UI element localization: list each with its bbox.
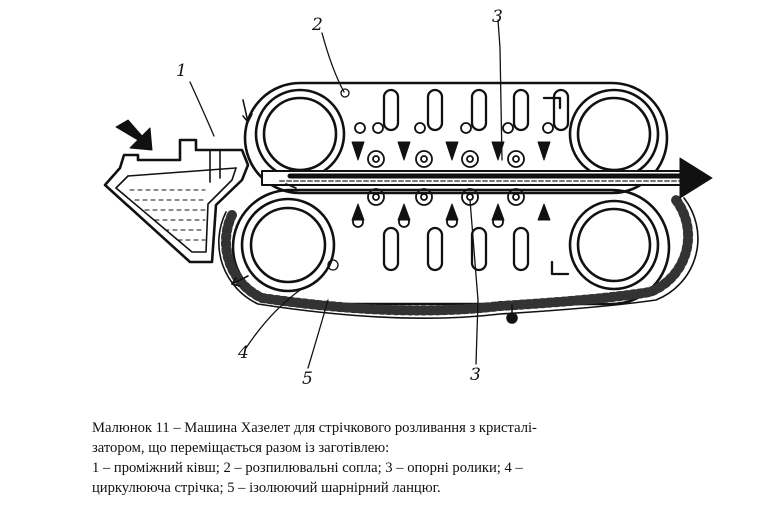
metal-inflow-arrow xyxy=(115,119,153,151)
tundish xyxy=(103,138,250,264)
label-2: 2 xyxy=(311,15,323,35)
upper-left-pulley xyxy=(254,88,346,180)
label-3-top: 3 xyxy=(492,7,503,27)
caption-line-2: затором, що переміщається разом із загот… xyxy=(92,440,390,456)
upper-cooling-slots xyxy=(382,88,570,132)
lower-belt-loop xyxy=(231,188,671,306)
label-3-bottom: 3 xyxy=(470,365,481,385)
upper-belt-loop xyxy=(243,81,669,195)
label-5: 5 xyxy=(302,369,313,389)
spray-nozzles xyxy=(351,141,551,221)
label-1: 1 xyxy=(176,61,187,81)
label-4: 4 xyxy=(237,343,249,363)
caption-line-1: Малюнок 11 – Машина Хазелет для стрічков… xyxy=(92,420,537,436)
leader-lines xyxy=(189,19,503,369)
caption-line-4: циркулююча стрічка; 5 – ізолюючий шарнір… xyxy=(92,480,441,496)
lower-right-pulley xyxy=(568,199,660,291)
lower-cooling-slots xyxy=(382,226,570,276)
hazelett-machine-diagram: 1 2 3 3 4 5 xyxy=(103,7,713,389)
figure-caption: Малюнок 11 – Машина Хазелет для стрічков… xyxy=(92,418,752,498)
upper-right-pulley xyxy=(568,88,660,180)
lower-left-pulley xyxy=(240,197,336,293)
nozzle-heads xyxy=(352,122,554,228)
caption-line-3: 1 – проміжний ківш; 2 – розпилювальні со… xyxy=(92,460,523,476)
cast-strip xyxy=(261,157,713,199)
rotation-arrows xyxy=(231,99,297,287)
